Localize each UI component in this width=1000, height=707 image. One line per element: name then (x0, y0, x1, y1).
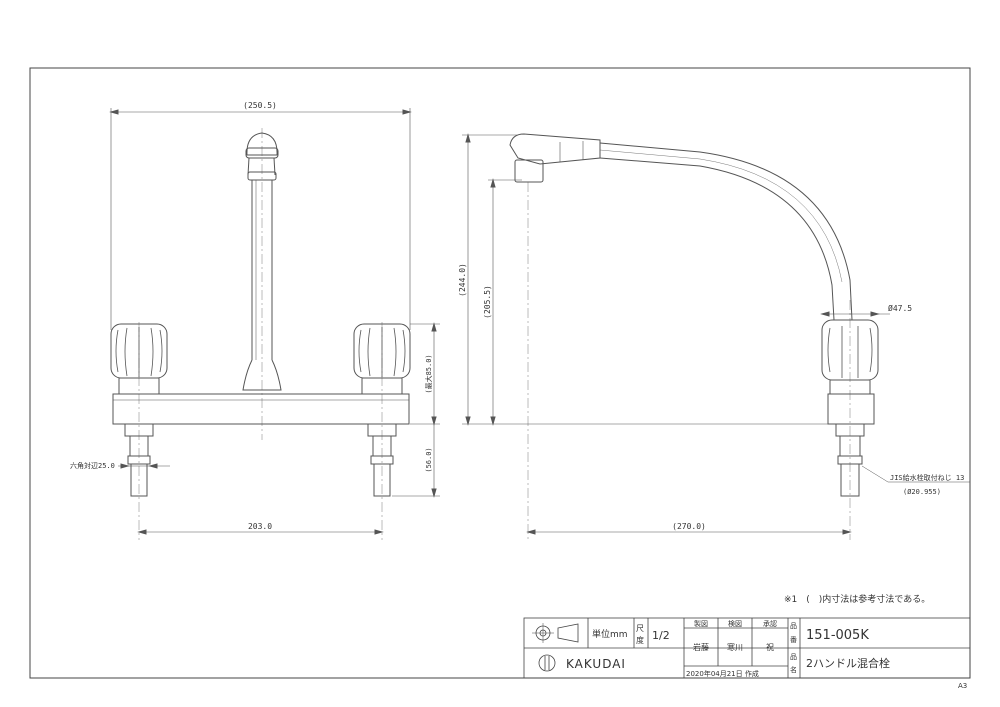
company-name: KAKUDAI (566, 657, 626, 671)
sheet-size: A3 (958, 682, 967, 690)
thread-size: (Ø20.955) (903, 488, 941, 496)
creation-date: 2020年04月21日 作成 (686, 669, 759, 678)
part-name-label-1: 品 (790, 653, 797, 661)
checked-by: 寒川 (727, 642, 743, 652)
reference-note: ※1 ( )内寸法は参考寸法である。 (784, 593, 930, 605)
drawing-border (29, 67, 971, 679)
part-no-label-2: 番 (790, 636, 797, 644)
dim-shank-length: (56.0) (425, 447, 433, 472)
drawn-by: 岩藤 (693, 642, 709, 652)
dim-spout-height: (205.5) (483, 285, 492, 319)
scale-label-2: 度 (636, 635, 644, 645)
col-drawn: 製図 (694, 619, 708, 628)
title-block-text: 単位mm 尺 度 1/2 製図 検図 承認 岩藤 寒川 祝 品 番 151-00… (566, 619, 890, 678)
dim-overall-width: (250.5) (243, 101, 277, 110)
dim-overall-height: (244.0) (458, 263, 467, 297)
col-approved: 承認 (763, 619, 777, 628)
side-view (462, 133, 970, 540)
part-number: 151-005K (806, 628, 869, 643)
approved-by: 祝 (766, 642, 774, 652)
kakudai-logo-icon (538, 654, 556, 672)
part-no-label-1: 品 (790, 622, 797, 630)
unit-label: 単位mm (592, 628, 628, 640)
part-name-label-2: 名 (790, 665, 797, 674)
title-block (523, 617, 971, 679)
dim-reach: (270.0) (672, 522, 706, 531)
scale-label-1: 尺 (636, 624, 644, 633)
front-view (109, 108, 440, 540)
thread-note: JIS給水栓取付ねじ 13 (890, 473, 964, 482)
col-checked: 検図 (728, 619, 742, 628)
dim-hex: 六角対辺25.0 (70, 461, 115, 470)
part-name: 2ハンドル混合栓 (806, 656, 890, 670)
dim-spacing: 203.0 (248, 522, 272, 531)
dim-base-diameter: Ø47.5 (888, 303, 912, 313)
scale-value: 1/2 (652, 629, 670, 642)
dim-max-height: (最大85.0) (424, 354, 433, 393)
